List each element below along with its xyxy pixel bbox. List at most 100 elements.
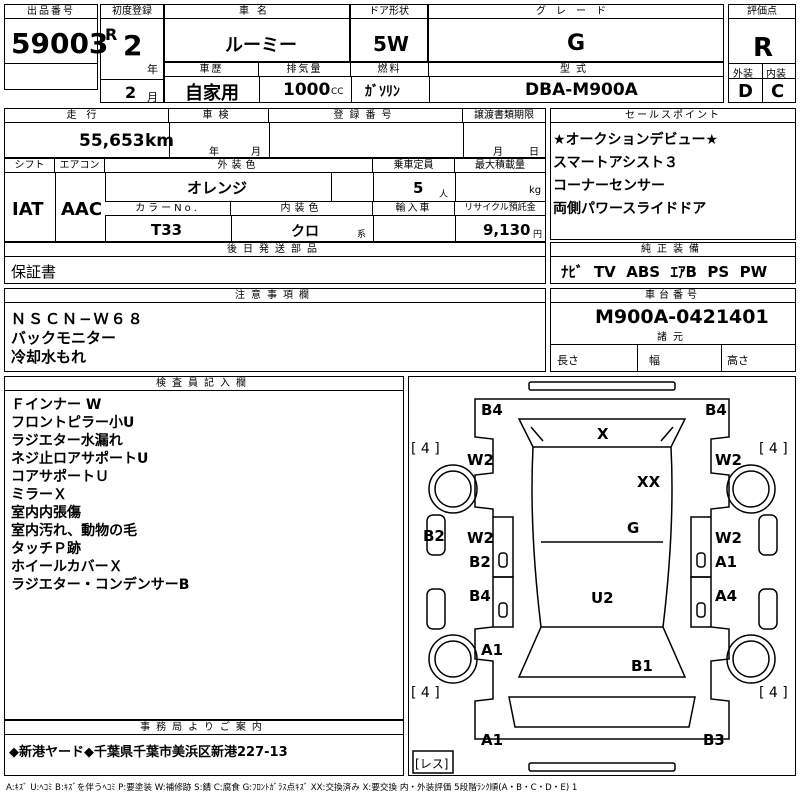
lot-number: 59003 [11,27,109,60]
color-number: T33 [151,221,183,239]
note-line: バックモニター [11,329,117,347]
inspector-line: ネジ止ロアサポートU [11,451,149,467]
office-notice: ◆新港ヤード◆千葉県千葉市美浜区新港227-13 [9,745,288,760]
inspector-line: ホイールカバーＸ [11,559,123,575]
legend: A:ｷｽﾞ U:ﾍｺﾐ B:ｷｽﾞを伴うﾍｺﾐ P:要塗装 W:補修跡 S:錆 … [6,783,578,793]
spare-tire-status: [レス] [415,757,449,771]
delivery-box: 後日発送部品 保証書 [4,242,546,284]
damage-b4-front-right: B4 [705,401,727,419]
mileage-label: 走行 [5,109,169,123]
specs-label: 諸元 [551,331,795,345]
inspector-box: 検査員記入欄 Ｆインナー W フロントピラー小U ラジエター水漏れ ネジ止ロアサ… [4,376,404,720]
exterior-label: 外装 [733,69,753,80]
history-label: 車歴 [165,63,259,77]
color-label: 外装色 [105,159,373,173]
damage-w2-front-left: W2 [467,451,494,469]
options-list: ﾅﾋﾞ TV ABS ｴｱB PS PW [561,263,768,281]
grade: G [567,31,586,56]
lot-number-box: 出品番号 59003 [4,4,108,90]
ac-label: エアコン [55,159,105,173]
height-label: 高さ [727,354,749,367]
damage-a4-rear-right: A4 [715,587,738,605]
office-box: 事務局よりご案内 ◆新港ヤード◆千葉県千葉市美浜区新港227-13 [4,720,404,776]
delivery-parts: 保証書 [11,263,57,281]
fuel-label: 燃料 [351,63,429,77]
tire-front-left: [ 4 ] [411,441,440,457]
damage-a1-rear-left: A1 [481,641,504,659]
sales-point: ★オークションデビュー★ [553,132,719,148]
damage-xx-roof: XX [637,473,661,491]
damage-b4-front-left: B4 [481,401,503,419]
lot-number-label: 出品番号 [5,5,97,19]
displacement: 1000 [283,80,331,100]
year-unit: 年 [147,63,158,76]
damage-w2-front-right: W2 [715,451,742,469]
interior-label: 内装 [766,69,786,80]
car-outline [412,381,778,774]
notes-label: 注意事項欄 [5,289,545,303]
car-name-label: 車名 [165,5,349,19]
recycle-fee: 9,130 [483,221,531,239]
model-code: DBA-M900A [525,80,638,100]
grade-label: グレード [429,5,723,19]
options-label: 純正装備 [551,243,795,257]
chassis-label: 車台番号 [551,289,795,303]
damage-g-glass: G [627,519,640,537]
inspector-label: 検査員記入欄 [5,377,403,391]
damage-w2-door-left: W2 [467,529,494,547]
cc-unit: CC [331,87,344,97]
damage-a1-door-right: A1 [715,553,738,571]
history-strip: 車歴 排気量 燃料 型式 自家用 1000 CC ｶﾞｿﾘﾝ DBA-M900A [164,62,724,104]
registration-box: 初度登録 R 2 年 2 月 [100,4,164,104]
registration-month: 2 [125,83,137,102]
transfer-month-unit: 月 [493,147,503,158]
chassis-number: M900A-0421401 [595,306,769,328]
transfer-day-unit: 日 [529,147,539,158]
ac: AAC [61,199,103,220]
door-type: 5W [373,32,409,56]
damage-b2-door-left: B2 [469,553,491,571]
shaken-label: 車検 [169,109,269,123]
width-label: 幅 [649,354,660,367]
delivery-label: 後日発送部品 [5,243,545,257]
interior-color: クロ [291,224,319,240]
km-unit: km [145,131,175,151]
sales-point: コーナーセンサー [553,178,665,194]
door-label: ドア形状 [351,5,427,19]
score-box: 評価点 R 外装 内装 D C [728,4,796,103]
chassis-box: 車台番号 M900A-0421401 諸元 長さ 幅 高さ [550,288,796,372]
exterior-grade: D [738,81,753,102]
interior-grade: C [771,81,785,102]
registration-label: 初度登録 [101,5,163,19]
inspector-line: ラジエター水漏れ [11,433,123,449]
grade-box: グレード G [428,4,724,62]
inspector-line: Ｆインナー W [11,397,102,413]
inspector-line: ラジエター・コンデンサーB [11,577,190,593]
recycle-unit: 円 [533,230,543,240]
capacity-label: 乗車定員 [373,159,455,173]
damage-b3-bumper-right: B3 [703,731,725,749]
length-label: 長さ [557,354,579,367]
damage-b2-left-side: B2 [423,527,445,545]
model-label: 型式 [429,63,723,77]
tire-front-right: [ 4 ] [759,441,788,457]
regno-label: 登録番号 [269,109,463,123]
inspector-line: ミラーＸ [11,487,67,503]
mileage-row: 走行 車検 登録番号 譲渡書類期限 55,653 km 年 月 月 日 [4,108,546,158]
displacement-label: 排気量 [259,63,351,77]
damage-b4-rear-left: B4 [469,587,491,605]
damage-a1-bumper-left: A1 [481,731,504,749]
car-name: ルーミー [225,35,297,56]
score-label: 評価点 [729,5,795,19]
options-box: 純正装備 ﾅﾋﾞ TV ABS ｴｱB PS PW [550,242,796,284]
damage-b1-rear: B1 [631,657,653,675]
car-diagram: B4 B4 X [ 4 ] [ 4 ] W2 W2 XX B2 G W2 W2 … [408,376,796,776]
spec-row: シフト エアコン 外装色 乗車定員 最大積載量 IAT AAC オレンジ 5 人… [4,158,546,242]
fuel: ｶﾞｿﾘﾝ [365,84,400,100]
inspector-line: フロントピラー小U [11,415,135,431]
registration-year: 2 [123,29,143,62]
note-line: ＮＳＣＮ−Ｗ６８ [11,310,145,328]
note-line: 冷却水もれ [11,348,87,366]
registration-era: R [105,25,118,44]
office-label: 事務局よりご案内 [5,721,403,735]
